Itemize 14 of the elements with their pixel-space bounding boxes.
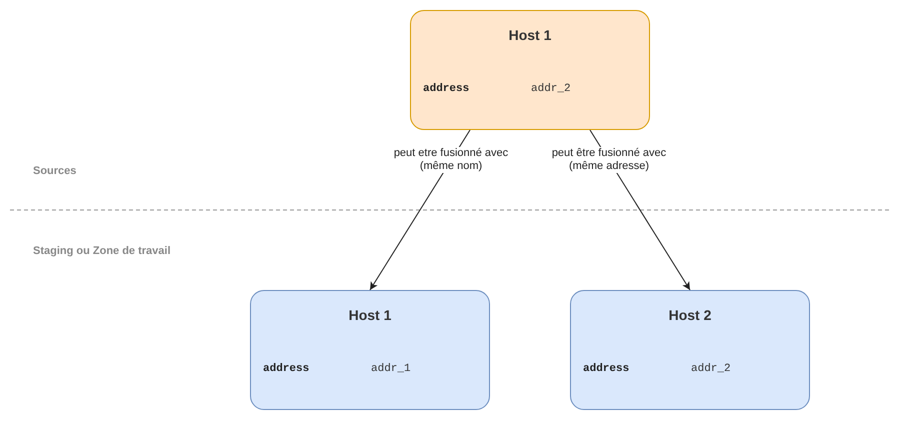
host-box <box>570 290 810 410</box>
field-value: addr_1 <box>371 363 411 375</box>
field-name: address <box>263 363 310 375</box>
zone-label: Sources <box>33 165 76 177</box>
field-name: address <box>583 363 630 375</box>
host-box <box>410 10 650 130</box>
field-value: addr_2 <box>531 83 571 95</box>
zone-label: Staging ou Zone de travail <box>33 245 171 257</box>
field-value: addr_2 <box>691 363 731 375</box>
host-title: Host 2 <box>668 307 712 323</box>
host-title: Host 1 <box>348 307 392 323</box>
host-title: Host 1 <box>508 27 552 43</box>
field-name: address <box>423 83 470 95</box>
host-box <box>250 290 490 410</box>
